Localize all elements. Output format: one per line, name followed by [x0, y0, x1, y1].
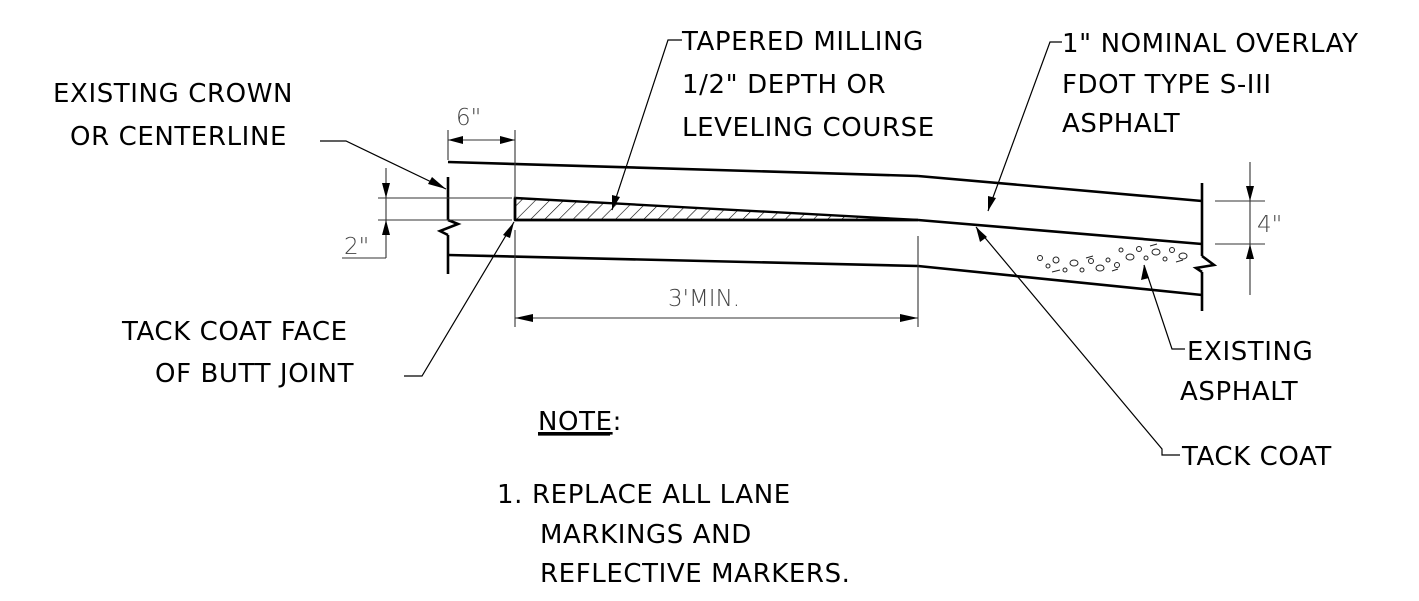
label-tapered-milling: TAPERED MILLING — [681, 27, 924, 57]
label-nominal-overlay: 1" NOMINAL OVERLAY — [1062, 29, 1359, 59]
leader-butt-joint — [404, 221, 515, 377]
note-item-number: 1. — [497, 480, 523, 510]
label-tack-coat-face: TACK COAT FACE — [121, 317, 348, 347]
overlay-top-surface-slope — [917, 174, 1203, 203]
callout-existing-crown: EXISTING CROWN OR CENTERLINE — [53, 79, 293, 152]
edge-break-line — [1192, 183, 1218, 311]
dimension-4in: 4" — [1215, 162, 1282, 295]
label-existing-asphalt: ASPHALT — [1180, 377, 1298, 407]
dimension-6in: 6" — [447, 105, 516, 198]
label-existing: EXISTING — [1187, 337, 1313, 367]
leader-lines — [320, 39, 1185, 456]
label-fdot-type: FDOT TYPE S-III — [1062, 70, 1272, 100]
leader-tack-coat — [975, 226, 1180, 456]
note-item-line2: MARKINGS AND — [540, 520, 752, 550]
dimension-2in: 2" — [342, 168, 512, 260]
overlay-top-surface — [447, 160, 919, 178]
callout-tapered-milling: TAPERED MILLING 1/2" DEPTH OR LEVELING C… — [681, 27, 935, 143]
leader-crown — [320, 140, 447, 190]
dimension-3ft-min: 3'MIN. — [514, 230, 919, 327]
existing-top-surface — [917, 218, 1203, 246]
callout-existing-asphalt: EXISTING ASPHALT — [1180, 337, 1313, 407]
pavement-section — [436, 160, 1218, 311]
label-tack-coat: TACK COAT — [1181, 442, 1332, 472]
existing-bottom-surface — [447, 253, 919, 268]
note-heading: NOTE: — [538, 407, 622, 437]
tapered-milling-hatch — [513, 196, 919, 222]
label-or-centerline: OR CENTERLINE — [70, 122, 287, 152]
label-butt-joint: OF BUTT JOINT — [155, 359, 354, 389]
callout-nominal-overlay: 1" NOMINAL OVERLAY FDOT TYPE S-III ASPHA… — [1062, 29, 1359, 139]
label-leveling-course: LEVELING COURSE — [682, 113, 935, 143]
callout-butt-joint: TACK COAT FACE OF BUTT JOINT — [121, 317, 354, 389]
existing-bottom-surface-slope — [917, 264, 1203, 297]
label-overlay-asphalt: ASPHALT — [1062, 109, 1180, 139]
dim-6in-text: 6" — [456, 105, 481, 131]
leader-milling — [611, 39, 682, 211]
note-item-line3: REFLECTIVE MARKERS. — [540, 559, 851, 589]
dim-3ft-text: 3'MIN. — [668, 286, 740, 312]
leader-overlay — [987, 41, 1062, 212]
leader-existing-asphalt — [1143, 264, 1185, 350]
note-item-line1: REPLACE ALL LANE — [532, 480, 791, 510]
dim-2in-text: 2" — [344, 234, 369, 260]
note-heading-word: NOTE — [538, 407, 613, 437]
label-half-inch-depth: 1/2" DEPTH OR — [682, 70, 886, 100]
existing-asphalt-aggregate — [1037, 243, 1188, 273]
crown-break-line — [436, 177, 462, 274]
note-block: NOTE: 1. REPLACE ALL LANE MARKINGS AND R… — [497, 407, 851, 589]
note-heading-colon: : — [613, 407, 622, 437]
label-existing-crown: EXISTING CROWN — [53, 79, 293, 109]
dim-4in-text: 4" — [1257, 212, 1282, 238]
